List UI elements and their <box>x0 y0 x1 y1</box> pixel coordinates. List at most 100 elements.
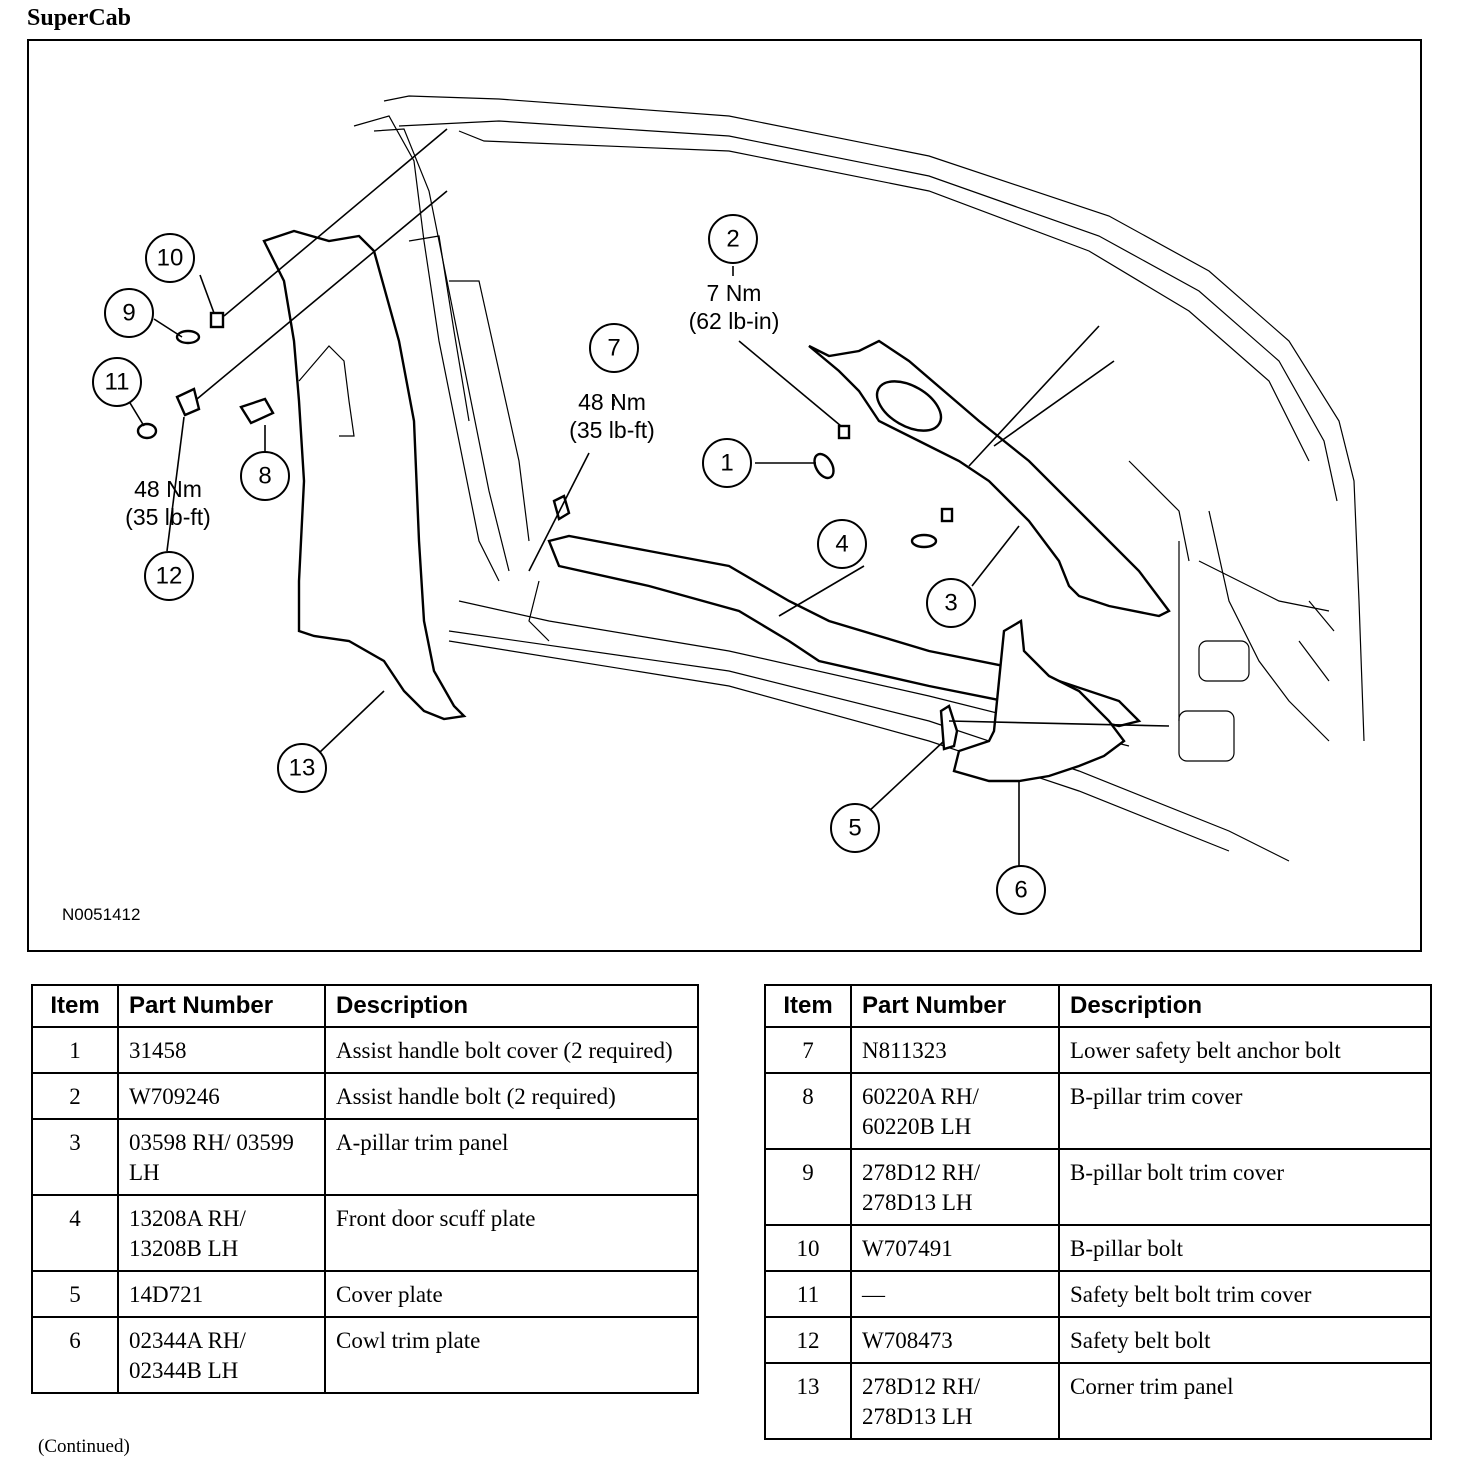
torque-item2-nm: 7 Nm <box>707 280 762 306</box>
b-pillar-trim-cover <box>239 397 275 425</box>
svg-text:4: 4 <box>835 531 848 558</box>
table-header-row: Item Part Number Description <box>31 984 699 1028</box>
front-door-scuff-plate <box>547 534 1142 728</box>
header-description: Description <box>324 984 699 1028</box>
cover-plate <box>939 704 959 751</box>
svg-text:1: 1 <box>720 450 733 477</box>
description-cell: A-pillar trim panel <box>324 1118 699 1196</box>
part-number-cell: 02344A RH/ 02344B LH <box>117 1316 326 1394</box>
svg-text:9: 9 <box>122 300 135 327</box>
part-number-cell: N811323 <box>850 1026 1060 1074</box>
callout-5: 5 <box>830 803 880 853</box>
description-cell: Assist handle bolt (2 required) <box>324 1072 699 1120</box>
torque-item7-lbft: (35 lb-ft) <box>569 417 655 443</box>
part-number-cell: W709246 <box>117 1072 326 1120</box>
header-item: Item <box>31 984 119 1028</box>
handle-bolt-2-shape <box>940 507 954 523</box>
part-number-cell: 31458 <box>117 1026 326 1074</box>
svg-text:11: 11 <box>105 369 130 396</box>
item-cell: 12 <box>764 1316 852 1364</box>
callout-6: 6 <box>996 865 1046 915</box>
callout-10: 10 <box>145 233 195 283</box>
svg-text:13: 13 <box>289 755 316 782</box>
callout-11: 11 <box>92 357 142 407</box>
header-description: Description <box>1058 984 1432 1028</box>
part-number-cell: 278D12 RH/ 278D13 LH <box>850 1362 1060 1440</box>
callout-7: 7 <box>589 323 639 373</box>
b-pillar-bolt-shape <box>209 311 225 329</box>
cab-body-outline <box>353 95 1365 862</box>
description-cell: B-pillar trim cover <box>1058 1072 1432 1150</box>
part-number-cell: 13208A RH/ 13208B LH <box>117 1194 326 1272</box>
torque-item12-lbft: (35 lb-ft) <box>125 504 211 530</box>
callout-1: 1 <box>702 438 752 488</box>
description-cell: Safety belt bolt trim cover <box>1058 1270 1432 1318</box>
handle-bolt-shape <box>837 424 851 440</box>
a-pillar-grab-recess <box>875 380 943 432</box>
item-cell: 1 <box>31 1026 119 1074</box>
safety-belt-bolt-trim-cover-shape <box>136 422 158 440</box>
header-part-number: Part Number <box>850 984 1060 1028</box>
callout-13: 13 <box>277 743 327 793</box>
description-cell: Front door scuff plate <box>324 1194 699 1272</box>
item-cell: 9 <box>764 1148 852 1226</box>
handle-bolt-cover-2-shape <box>910 533 938 549</box>
description-cell: Lower safety belt anchor bolt <box>1058 1026 1432 1074</box>
item-cell: 11 <box>764 1270 852 1318</box>
item-cell: 7 <box>764 1026 852 1074</box>
part-number-cell: 03598 RH/ 03599 LH <box>117 1118 326 1196</box>
exploded-view-drawing: 7 Nm (62 lb-in) 48 Nm (35 lb-ft) 48 Nm (… <box>92 95 1365 915</box>
svg-text:8: 8 <box>258 463 271 490</box>
torque-item2-lbin: (62 lb-in) <box>689 308 780 334</box>
callout-3: 3 <box>926 578 976 628</box>
callout-12: 12 <box>144 551 194 601</box>
description-cell: B-pillar bolt <box>1058 1224 1432 1272</box>
figure-code: N0051412 <box>62 905 141 924</box>
item-cell: 13 <box>764 1362 852 1440</box>
svg-text:7: 7 <box>607 335 620 362</box>
description-cell: B-pillar bolt trim cover <box>1058 1148 1432 1226</box>
svg-text:2: 2 <box>726 226 739 253</box>
description-cell: Assist handle bolt cover (2 required) <box>324 1026 699 1074</box>
item-cell: 5 <box>31 1270 119 1318</box>
table-header-row: Item Part Number Description <box>764 984 1432 1028</box>
item-cell: 10 <box>764 1224 852 1272</box>
svg-text:3: 3 <box>944 590 957 617</box>
torque-item12-nm: 48 Nm <box>134 476 202 502</box>
a-pillar-trim-panel <box>808 339 1171 618</box>
item-cell: 2 <box>31 1072 119 1120</box>
part-number-cell: 14D721 <box>117 1270 326 1318</box>
cowl-trim-plate <box>952 619 1126 783</box>
safety-belt-bolt-shape <box>175 387 201 417</box>
description-cell: Corner trim panel <box>1058 1362 1432 1440</box>
description-cell: Cover plate <box>324 1270 699 1318</box>
exploded-view-figure: 7 Nm (62 lb-in) 48 Nm (35 lb-ft) 48 Nm (… <box>27 39 1422 952</box>
page-heading: SuperCab <box>27 5 132 31</box>
part-number-cell: W707491 <box>850 1224 1060 1272</box>
callout-8: 8 <box>240 451 290 501</box>
callout-9: 9 <box>104 288 154 338</box>
svg-text:10: 10 <box>157 245 184 272</box>
fastener-group <box>136 311 954 549</box>
header-item: Item <box>764 984 852 1028</box>
svg-text:6: 6 <box>1014 877 1027 904</box>
svg-text:12: 12 <box>156 563 183 590</box>
item-cell: 4 <box>31 1194 119 1272</box>
callout-2: 2 <box>708 214 758 264</box>
item-cell: 3 <box>31 1118 119 1196</box>
svg-text:5: 5 <box>848 815 861 842</box>
b-pillar-bolt-trim-cover-shape <box>175 329 201 345</box>
part-number-cell: 60220A RH/ 60220B LH <box>850 1072 1060 1150</box>
